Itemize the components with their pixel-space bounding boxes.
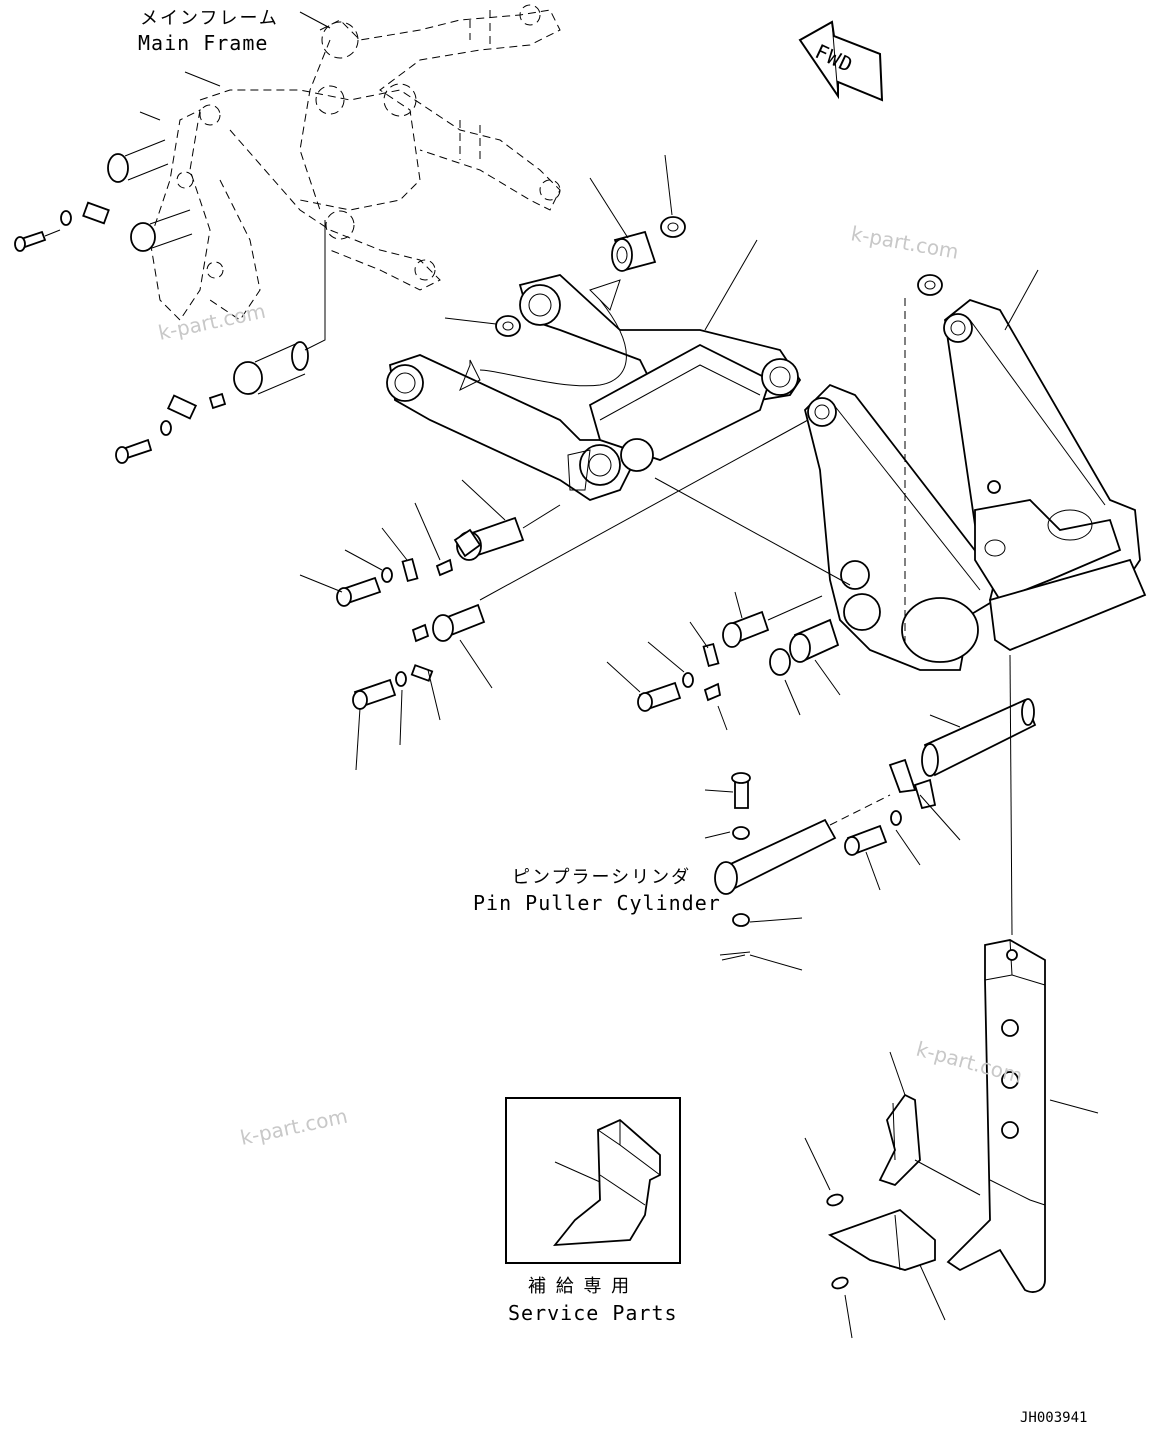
link-pin-set [299,419,851,771]
service-parts-box: 補 給 専 用 Service Parts [505,1097,681,1325]
watermark: k-part.com [156,299,268,345]
shank-pin-set [844,698,1037,891]
shank-protector-and-tip [804,1051,981,1339]
pin-puller-cylinder: ピンプラーシリンダ Pin Puller Cylinder [473,772,891,971]
main-frame-label-en: Main Frame [138,31,268,55]
main-frame-label: メインフレーム Main Frame [138,8,279,55]
main-frame-label-jp: メインフレーム [140,8,279,29]
pin-puller-label-jp: ピンプラーシリンダ [512,867,691,888]
ripper-shank [946,654,1099,1293]
service-parts-label-jp: 補 給 専 用 [528,1276,631,1297]
watermark: k-part.com [238,1104,350,1150]
frame-pin-set [606,591,841,731]
ripper-frame-assembly [804,269,1147,671]
fwd-arrow: FWD [798,20,884,102]
ripper-link-assembly [386,274,802,501]
pin-puller-label-en: Pin Puller Cylinder [473,891,721,915]
service-parts-label-en: Service Parts [508,1301,678,1325]
fwd-label: FWD [811,39,857,77]
drawing-code: JH003941 [1020,1410,1087,1426]
link-bushing-set [444,154,758,337]
main-frame-assembly [14,4,561,464]
watermark: k-part.com [849,221,960,264]
